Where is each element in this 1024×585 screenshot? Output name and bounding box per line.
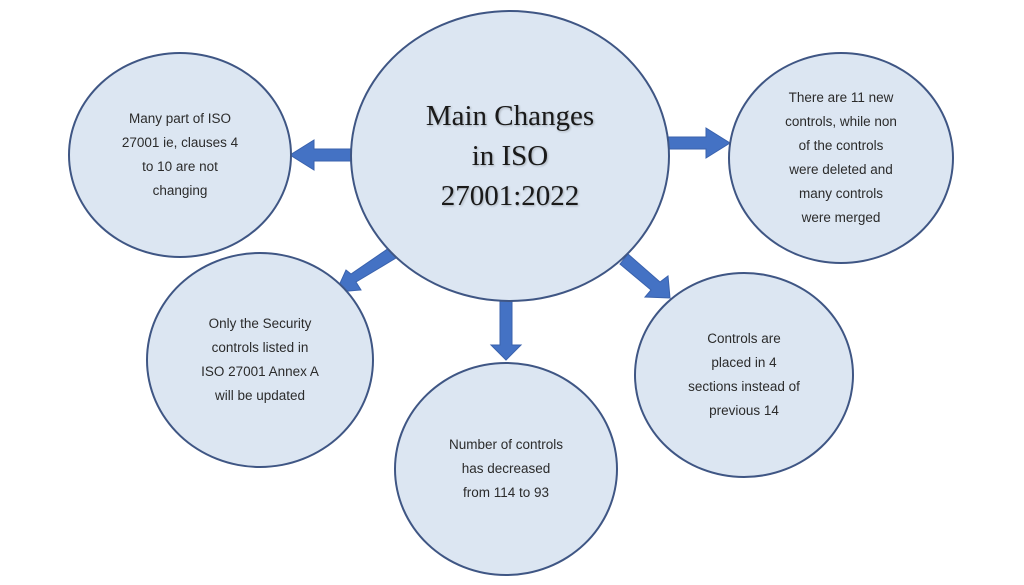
node-new-controls: There are 11 new controls, while non of … [728,52,954,264]
arrow-down-left-icon [335,247,397,293]
node-annex-a-updated: Only the Security controls listed in ISO… [146,252,374,468]
node-text: Only the Security controls listed in ISO… [201,316,319,403]
node-four-sections: Controls are placed in 4 sections instea… [634,272,854,478]
arrow-right-icon [667,127,731,159]
node-clauses-unchanged: Many part of ISO 27001 ie, clauses 4 to … [68,52,292,258]
arrow-down-icon [489,299,523,361]
node-text: Many part of ISO 27001 ie, clauses 4 to … [121,111,239,198]
central-topic-text: Main Changes in ISO 27001:2022 [425,100,595,212]
arrow-left-icon [289,139,353,171]
node-text: Number of controls has decreased from 11… [448,437,564,500]
node-text: There are 11 new controls, while non of … [785,90,897,225]
node-text: Controls are placed in 4 sections instea… [688,331,800,418]
central-topic-node: Main Changes in ISO 27001:2022 [350,10,670,302]
arrow-down-right-icon [619,253,671,299]
node-controls-decreased: Number of controls has decreased from 11… [394,362,618,576]
